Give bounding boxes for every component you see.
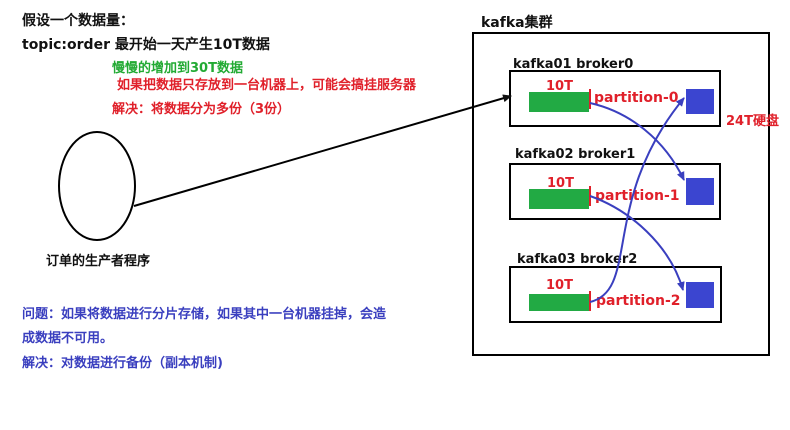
replica-arrow-2-to-0 <box>589 97 685 303</box>
broker-2-partition: partition-2 <box>596 293 681 309</box>
producer-ellipse <box>58 131 136 241</box>
broker-0-partition: partition-0 <box>594 90 679 106</box>
broker-0-replica <box>686 89 714 114</box>
risk-note: 如果把数据只存放到一台机器上，可能会搞挂服务器 <box>117 78 417 93</box>
solution-replica: 解决：对数据进行备份（副本机制) <box>22 356 223 371</box>
replica-arrow-0-to-1 <box>589 102 685 181</box>
replica-arrow-1-to-2 <box>589 195 685 291</box>
broker-2-name: kafka03 broker2 <box>517 252 638 267</box>
solution-split: 解决：将数据分为多份（3份） <box>112 102 291 117</box>
cluster-title: kafka集群 <box>481 15 553 31</box>
producer-to-broker-arrow <box>133 94 512 207</box>
disk-label: 24T硬盘 <box>726 114 779 129</box>
kafka-cluster-box <box>472 32 770 356</box>
producer-label: 订单的生产者程序 <box>46 254 151 269</box>
broker-1-data-label: 10T <box>547 176 574 191</box>
topic-line: topic:order 最开始一天产生10T数据 <box>22 37 270 53</box>
broker-0-data-label: 10T <box>546 79 573 94</box>
scenario-title: 假设一个数据量： <box>22 13 134 29</box>
broker-0-marker <box>589 89 591 109</box>
broker-2-box <box>509 266 722 323</box>
broker-0-name: kafka01 broker0 <box>513 57 634 72</box>
broker-2-replica <box>686 282 714 308</box>
problem-line-1: 问题：如果将数据进行分片存储，如果其中一台机器挂掉，会造 <box>22 307 387 322</box>
problem-line-2: 成数据不可用。 <box>22 331 114 346</box>
broker-2-data-bar <box>529 294 589 311</box>
broker-2-data-label: 10T <box>546 278 573 293</box>
broker-1-box <box>509 163 721 220</box>
broker-0-data-bar <box>529 92 589 112</box>
broker-1-name: kafka02 broker1 <box>515 147 636 162</box>
broker-1-replica <box>686 178 714 205</box>
growth-note: 慢慢的增加到30T数据 <box>112 61 243 76</box>
broker-1-partition: partition-1 <box>595 188 680 204</box>
broker-1-data-bar <box>529 189 589 209</box>
